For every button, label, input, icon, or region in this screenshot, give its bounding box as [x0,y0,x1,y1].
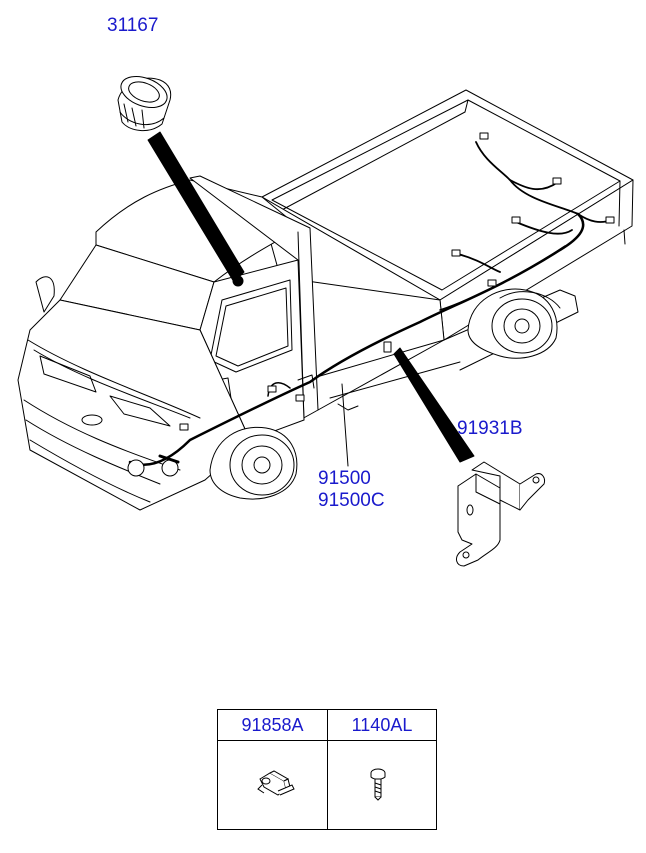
parts-table-column-2: 1140AL [328,710,436,829]
leader-91931b [393,347,475,463]
leader-91500 [341,383,349,467]
cargo-bed [261,89,634,411]
parts-table-cell-1 [218,741,327,829]
lamp-sockets [127,454,180,477]
rear-wheel [467,288,561,359]
harness-connectors [179,132,615,431]
parts-table-cell-2 [328,741,436,829]
callout-91500c[interactable]: 91500C [318,490,385,511]
clip-icon [257,770,295,796]
callout-91931b[interactable]: 91931B [457,418,523,439]
callout-31167[interactable]: 31167 [107,15,159,36]
callout-91500[interactable]: 91500 [318,468,371,489]
cap-part [117,75,172,131]
parts-table-column-1: 91858A [218,710,328,829]
part-number-91858a[interactable]: 91858A [218,710,327,741]
front-wheel [209,426,298,500]
bracket-part [456,461,545,567]
part-number-1140al[interactable]: 1140AL [328,710,436,741]
bolt-icon [370,768,386,801]
wiring-harness [128,141,613,467]
cab [17,175,319,511]
leader-31167 [147,131,245,283]
parts-table: 91858A 1140AL [217,709,437,830]
